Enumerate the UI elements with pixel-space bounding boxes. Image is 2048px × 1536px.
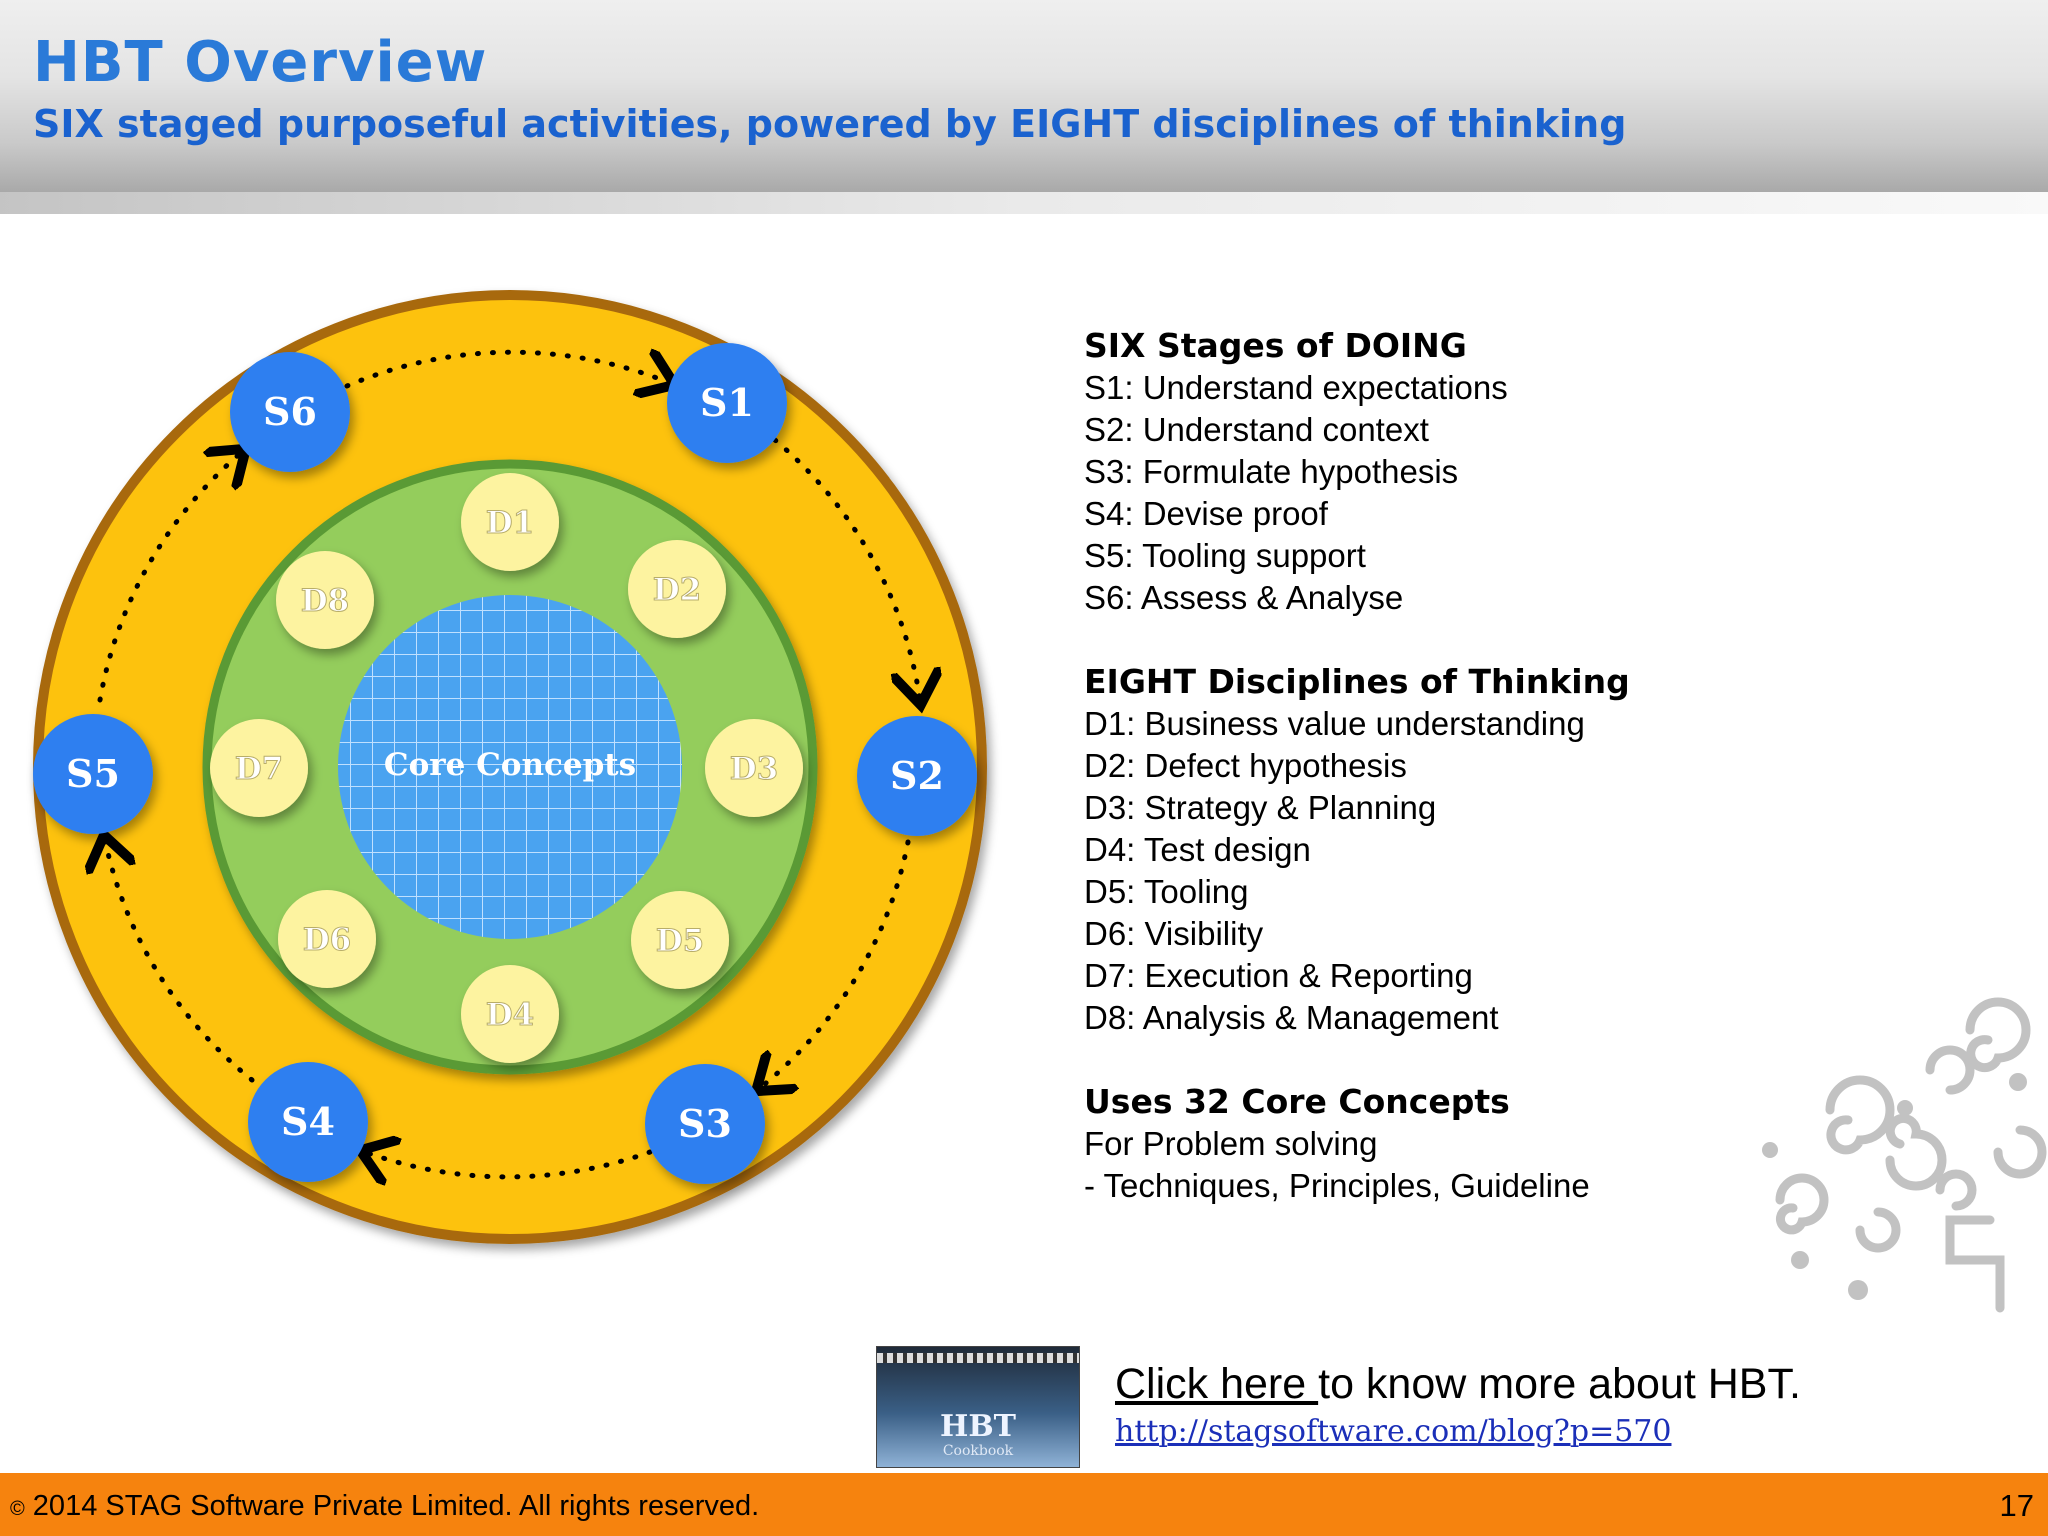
core-line: For Problem solving bbox=[1084, 1125, 1378, 1162]
core-circle bbox=[338, 595, 682, 939]
page-title: HBT Overview bbox=[33, 30, 488, 95]
section-heading-stages: SIX Stages of DOING bbox=[1084, 326, 1467, 365]
stage-line: S5: Tooling support bbox=[1084, 537, 1366, 574]
flow-arrow-s5-s6 bbox=[97, 452, 242, 703]
core-label: Core Concepts bbox=[384, 747, 636, 783]
svg-text:D5: D5 bbox=[656, 923, 704, 959]
svg-text:S5: S5 bbox=[66, 751, 120, 796]
svg-text:S4: S4 bbox=[281, 1099, 335, 1144]
discipline-d4: D4 bbox=[461, 965, 559, 1063]
stage-line: S3: Formulate hypothesis bbox=[1084, 453, 1459, 490]
spacer bbox=[1084, 619, 1844, 661]
svg-text:D2: D2 bbox=[653, 572, 701, 608]
discipline-line: D6: Visibility bbox=[1084, 915, 1264, 952]
flow-arrow-s2-s3 bbox=[760, 839, 911, 1088]
stage-s6: S6 bbox=[230, 352, 350, 472]
hbt-cookbook-thumbnail[interactable]: HBT Cookbook bbox=[876, 1346, 1080, 1468]
section-heading-core: Uses 32 Core Concepts bbox=[1084, 1082, 1510, 1121]
header-band bbox=[0, 0, 2048, 192]
svg-text:S6: S6 bbox=[263, 389, 317, 434]
flow-arrow-s3-s4 bbox=[365, 1152, 653, 1177]
core-line: - Techniques, Principles, Guideline bbox=[1084, 1167, 1590, 1204]
svg-text:S1: S1 bbox=[700, 380, 754, 425]
discipline-line: D8: Analysis & Management bbox=[1084, 999, 1499, 1036]
stage-s2: S2 bbox=[857, 716, 977, 836]
svg-text:D6: D6 bbox=[303, 922, 351, 958]
flow-arrow-s6-s1 bbox=[344, 352, 670, 386]
blog-url-link[interactable]: http://stagsoftware.com/blog?p=570 bbox=[1115, 1414, 1672, 1449]
discipline-line: D3: Strategy & Planning bbox=[1084, 789, 1437, 826]
more-info-text: to know more about HBT. bbox=[1318, 1360, 1801, 1408]
copyright-text: © 2014 STAG Software Private Limited. Al… bbox=[10, 1490, 759, 1523]
copyright-symbol: © bbox=[10, 1498, 25, 1520]
svg-text:D1: D1 bbox=[486, 505, 534, 541]
discipline-line: D5: Tooling bbox=[1084, 873, 1249, 910]
stage-s4: S4 bbox=[248, 1062, 368, 1182]
stage-s5: S5 bbox=[33, 714, 153, 834]
spacer bbox=[1084, 1039, 1844, 1081]
discipline-line: D7: Execution & Reporting bbox=[1084, 957, 1473, 994]
discipline-d7: D7 bbox=[210, 719, 308, 817]
discipline-line: D1: Business value understanding bbox=[1084, 705, 1585, 742]
svg-text:D8: D8 bbox=[301, 583, 349, 619]
more-info-line: Click here to know more about HBT. bbox=[1115, 1360, 1801, 1409]
stage-s3: S3 bbox=[645, 1064, 765, 1184]
decorative-swirl-icon bbox=[1762, 997, 2047, 1313]
book-subtitle: Cookbook bbox=[942, 1443, 1014, 1459]
section-heading-disciplines: EIGHT Disciplines of Thinking bbox=[1084, 662, 1630, 701]
page-subtitle: SIX staged purposeful activities, powere… bbox=[33, 102, 1627, 146]
footer-bar bbox=[0, 1473, 2048, 1536]
discipline-line: D4: Test design bbox=[1084, 831, 1311, 868]
page-number: 17 bbox=[1999, 1488, 2034, 1523]
svg-text:S3: S3 bbox=[678, 1101, 732, 1146]
stage-line: S1: Understand expectations bbox=[1084, 369, 1508, 406]
book-title: HBT bbox=[939, 1409, 1017, 1444]
book-spiral bbox=[877, 1353, 1079, 1363]
svg-text:D7: D7 bbox=[235, 751, 283, 787]
discipline-d5: D5 bbox=[631, 891, 729, 989]
stage-s1: S1 bbox=[667, 343, 787, 463]
header-shadow bbox=[0, 192, 2048, 214]
flow-arrow-s1-s2 bbox=[772, 437, 920, 700]
stage-line: S4: Devise proof bbox=[1084, 495, 1328, 532]
hbt-diagram: Core Concepts S1 S2 S3 S4 S5 S6 D1 D2 D3 bbox=[33, 290, 987, 1244]
discipline-line: D2: Defect hypothesis bbox=[1084, 747, 1407, 784]
description-panel: SIX Stages of DOING S1: Understand expec… bbox=[1084, 325, 1844, 1207]
stage-line: S2: Understand context bbox=[1084, 411, 1429, 448]
copyright-line: 2014 STAG Software Private Limited. All … bbox=[24, 1490, 760, 1522]
stage-line: S6: Assess & Analyse bbox=[1084, 579, 1404, 616]
svg-text:D4: D4 bbox=[486, 997, 534, 1033]
discipline-d2: D2 bbox=[628, 540, 726, 638]
click-here-link[interactable]: Click here bbox=[1115, 1360, 1319, 1408]
discipline-d1: D1 bbox=[461, 473, 559, 571]
discipline-d8: D8 bbox=[276, 551, 374, 649]
discipline-d3: D3 bbox=[705, 719, 803, 817]
discipline-d6: D6 bbox=[278, 890, 376, 988]
svg-text:D3: D3 bbox=[730, 751, 778, 787]
svg-text:S2: S2 bbox=[890, 753, 944, 798]
